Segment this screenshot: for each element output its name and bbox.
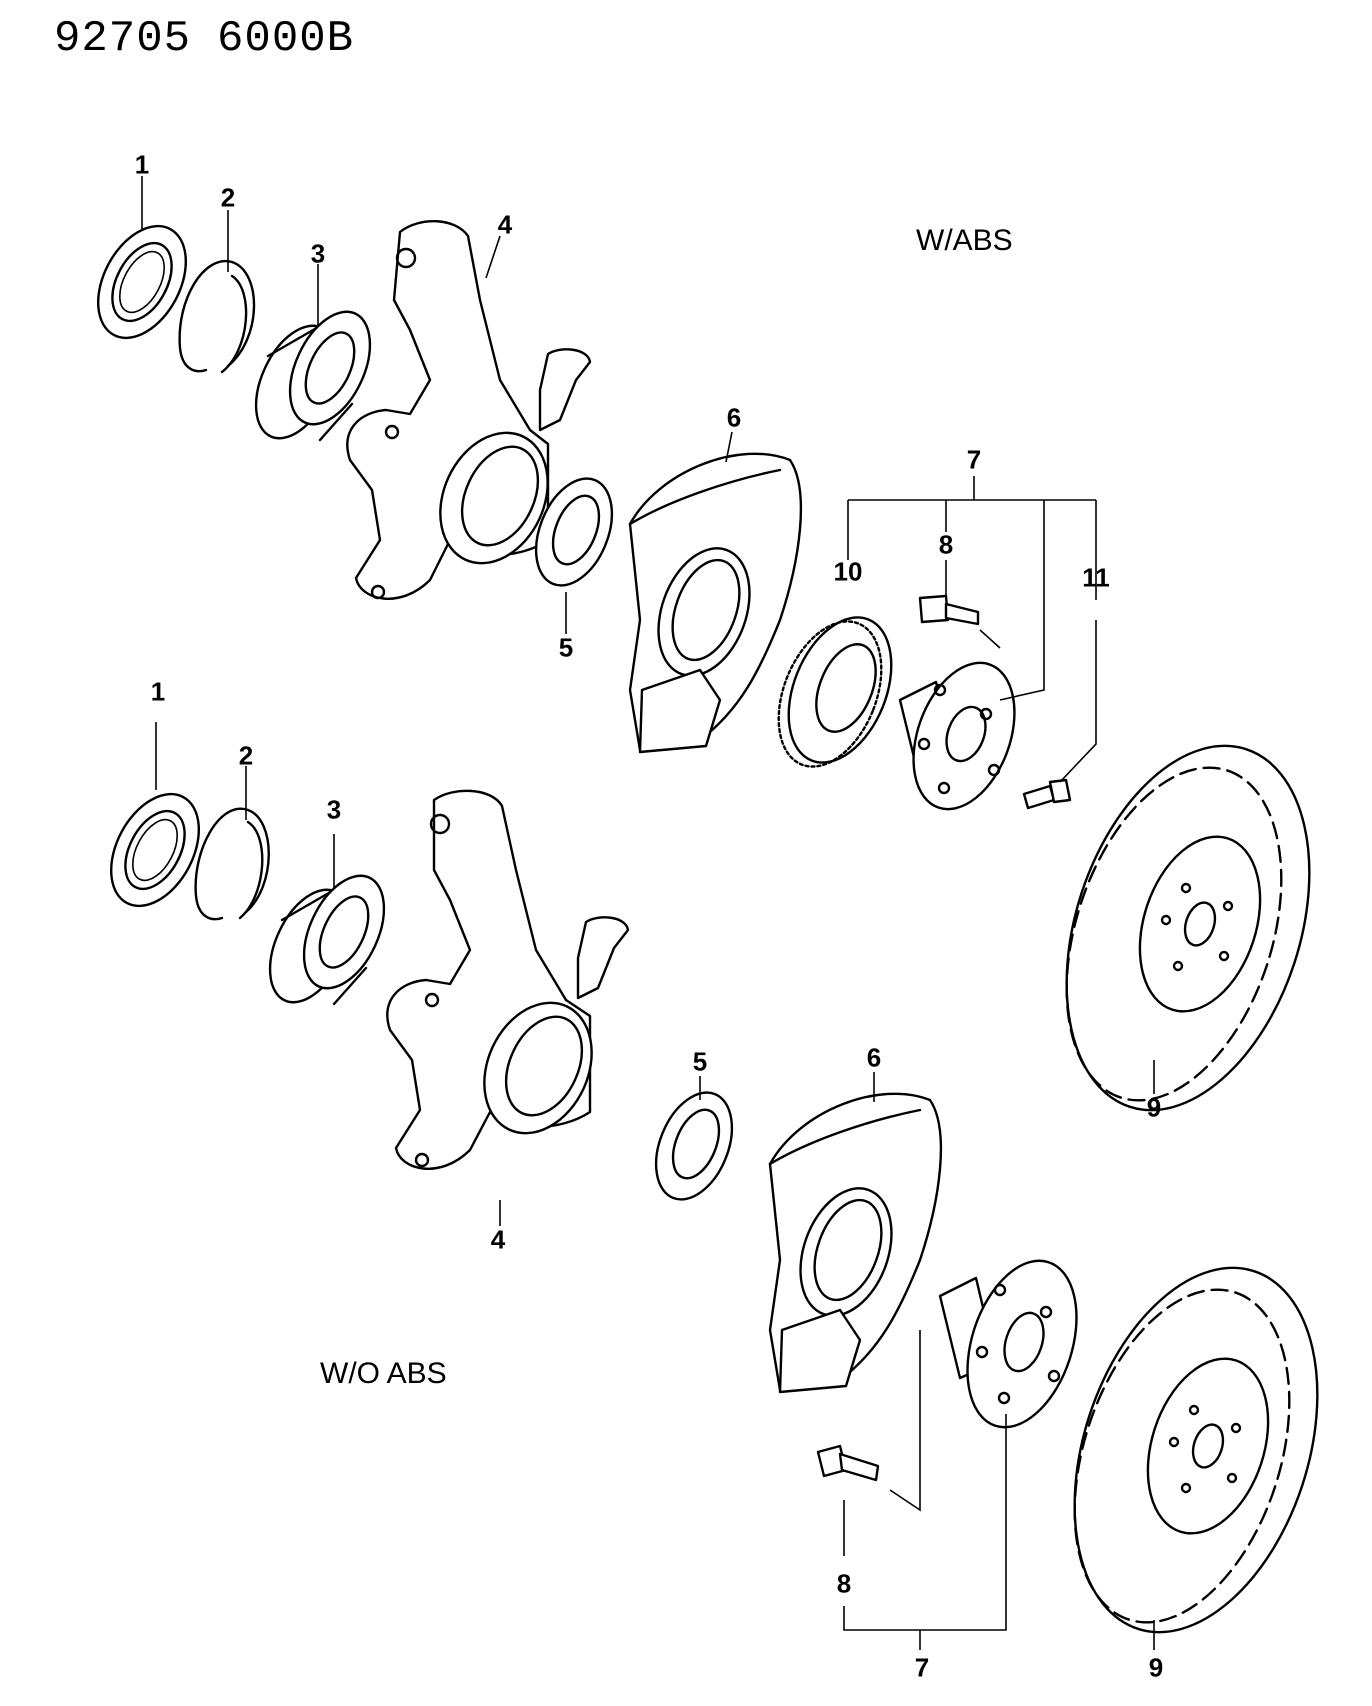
callout-abs-3: 3	[310, 238, 326, 269]
noabs-front-hub-7	[938, 1259, 1078, 1429]
callout-abs-6: 6	[726, 402, 742, 433]
callout-noabs-1: 1	[150, 676, 166, 707]
abs-brake-disc-9	[1065, 744, 1311, 1112]
abs-hub-bolt-8	[918, 594, 980, 626]
callout-noabs-8: 8	[836, 1568, 852, 1599]
noabs-leader-lines	[155, 722, 1155, 1650]
sheet-code: 6000B	[217, 14, 355, 64]
abs-steering-knuckle-4	[346, 220, 592, 600]
noabs-snap-ring-2	[194, 807, 270, 921]
callout-abs-5: 5	[558, 632, 574, 663]
abs-snap-ring-2	[178, 259, 256, 374]
noabs-oil-seal-5	[654, 1091, 734, 1201]
noabs-hub-bolt-8	[816, 1444, 880, 1482]
callout-noabs-2: 2	[238, 740, 254, 771]
abs-oil-seal-1	[96, 224, 188, 340]
diagram-header: 92705 6000B	[54, 14, 380, 64]
abs-front-hub-7	[898, 661, 1016, 811]
noabs-wheel-bearing-3	[268, 874, 386, 1006]
callout-abs-10: 10	[833, 556, 863, 587]
callout-noabs-9: 9	[1148, 1652, 1164, 1683]
callout-noabs-5: 5	[692, 1046, 708, 1077]
callout-noabs-4: 4	[490, 1224, 506, 1255]
callout-abs-7: 7	[966, 444, 982, 475]
callout-noabs-3: 3	[326, 794, 342, 825]
abs-rotor-tone-ring-10	[777, 616, 893, 768]
callout-noabs-7: 7	[914, 1652, 930, 1683]
abs-leader-lines	[141, 176, 1155, 1094]
abs-oil-seal-5	[534, 477, 614, 587]
callout-noabs-6: 6	[866, 1042, 882, 1073]
callout-abs-4: 4	[497, 209, 513, 240]
callout-abs-9: 9	[1146, 1092, 1162, 1123]
callout-abs-8: 8	[938, 529, 954, 560]
callout-abs-2: 2	[220, 182, 236, 213]
noabs-brake-disc-9	[1073, 1266, 1319, 1634]
noabs-steering-knuckle-4	[386, 789, 630, 1170]
abs-dust-shield-6	[628, 452, 803, 754]
variant-label-without-abs: W/O ABS	[320, 1357, 447, 1390]
variant-label-with-abs: W/ABS	[916, 224, 1013, 257]
noabs-oil-seal-1	[109, 792, 201, 908]
abs-wheel-bearing-3	[254, 310, 372, 442]
noabs-dust-shield-6	[768, 1092, 943, 1394]
abs-hub-bolt-11	[1022, 778, 1072, 810]
drawing-number: 92705	[54, 14, 192, 64]
callout-abs-11: 11	[1082, 562, 1110, 593]
callout-abs-1: 1	[134, 149, 150, 180]
